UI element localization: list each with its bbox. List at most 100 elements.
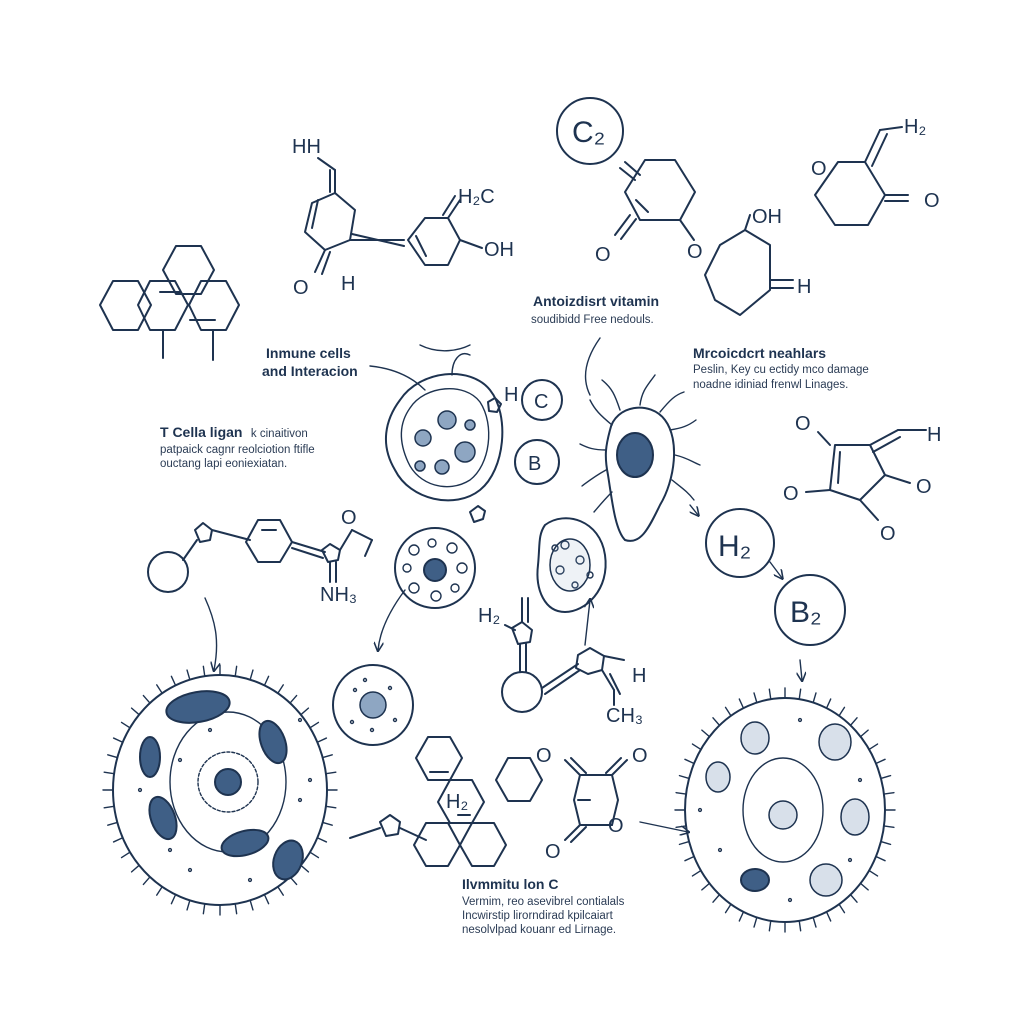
molecule-structure-3: C₂ O O OH H bbox=[556, 97, 811, 316]
arrow bbox=[800, 659, 802, 680]
cell-spike bbox=[880, 840, 892, 846]
label-title: T Cella ligan k cinaitivon bbox=[160, 424, 308, 441]
label-text: nesolvlpad kouanr ed Lirnage. bbox=[462, 924, 616, 936]
cell-spike bbox=[691, 869, 702, 877]
cell-spike bbox=[678, 840, 690, 846]
arrow bbox=[451, 353, 471, 376]
cell-spike bbox=[859, 729, 869, 738]
label-antioxidant-vitamin: Antoizdisrt vitamin soudibidd Free nedou… bbox=[531, 293, 659, 326]
cell-spike bbox=[868, 743, 879, 751]
arrow bbox=[769, 561, 782, 578]
atom-label: O bbox=[916, 476, 932, 498]
cell-spike bbox=[875, 758, 886, 765]
label-title: Ilvmmitu lon C bbox=[462, 876, 558, 892]
cell-spike bbox=[684, 758, 695, 765]
cell-spike bbox=[234, 665, 238, 677]
label-title: Inmune cells bbox=[266, 345, 351, 361]
cell-spike bbox=[883, 791, 895, 795]
atom-label: O bbox=[783, 483, 799, 505]
cell-spike bbox=[156, 886, 163, 896]
cell-spike bbox=[186, 669, 191, 681]
cell-spike bbox=[107, 754, 119, 759]
cell-spike bbox=[325, 805, 337, 809]
label-text: Incwirstip lirorndirad kpilcaiart bbox=[462, 910, 614, 922]
cell-spike bbox=[309, 851, 320, 859]
cell-spike bbox=[812, 916, 817, 928]
atom-label: O bbox=[595, 244, 611, 266]
arrow bbox=[204, 597, 217, 670]
cell-spike bbox=[321, 821, 333, 826]
label-vitamin-c: Ilvmmitu lon C Vermim, reo asevibrel con… bbox=[462, 876, 625, 936]
atom-label: C bbox=[534, 391, 548, 413]
granulocyte-cell bbox=[394, 527, 476, 609]
atom-label: H₂ bbox=[904, 116, 926, 138]
cell-spike bbox=[838, 706, 846, 717]
atom-label: H bbox=[797, 276, 811, 298]
cell-spike bbox=[170, 893, 177, 905]
cell-spike bbox=[753, 692, 758, 704]
cell-spike bbox=[724, 903, 732, 914]
cell-spike bbox=[712, 717, 721, 727]
cell-spike bbox=[277, 886, 284, 896]
cell-spike bbox=[277, 684, 284, 694]
lymphocyte-cell bbox=[332, 664, 414, 746]
cell-spike bbox=[712, 893, 721, 903]
molecule-structure-7: H₂ H CH₃ bbox=[478, 597, 646, 727]
cell-spike bbox=[120, 851, 131, 859]
cell-spike bbox=[120, 721, 131, 729]
cell-spike bbox=[170, 675, 177, 687]
cell-spike bbox=[701, 882, 711, 891]
molecule-structure-4: H₂ O O bbox=[811, 116, 940, 226]
cell-spike bbox=[234, 903, 238, 915]
element-circle-b: B bbox=[514, 439, 560, 485]
cell-spike bbox=[875, 855, 886, 862]
atom-label: C₂ bbox=[572, 116, 605, 149]
cell-spike bbox=[300, 707, 310, 716]
label-text: ouctang lapi eoniexiatan. bbox=[160, 458, 287, 470]
atom-label: NH₃ bbox=[320, 584, 357, 606]
cell-spike bbox=[883, 825, 895, 829]
label-text: soudibidd Free nedouls. bbox=[531, 314, 654, 326]
cell-spike bbox=[130, 707, 140, 716]
element-circle-b2: B₂ bbox=[774, 574, 846, 646]
atom-label: H₂ bbox=[718, 530, 751, 563]
atom-label: O bbox=[536, 745, 552, 767]
cell-spike bbox=[112, 837, 124, 843]
cell-spike bbox=[849, 717, 858, 727]
arrow bbox=[690, 504, 698, 515]
atom-label: H₂ bbox=[478, 605, 500, 627]
cell-spike bbox=[691, 743, 702, 751]
bacterium-cell bbox=[579, 374, 701, 542]
atom-label: OH bbox=[484, 239, 514, 261]
atom-label: B₂ bbox=[790, 596, 822, 629]
element-circle-c2 bbox=[556, 97, 624, 165]
cell-spike bbox=[202, 903, 206, 915]
atom-label: HH bbox=[292, 136, 321, 158]
cell-spike bbox=[263, 675, 270, 687]
arrow bbox=[378, 589, 406, 650]
cell-spike bbox=[859, 882, 869, 891]
element-circle-h2: H₂ bbox=[705, 508, 775, 578]
atom-label: H bbox=[504, 384, 518, 406]
molecule-structure-9: O O O O bbox=[536, 745, 648, 863]
cell-spike bbox=[316, 837, 328, 843]
atom-label: O bbox=[341, 507, 357, 529]
cell-spike bbox=[316, 737, 328, 743]
cell-spike bbox=[678, 774, 690, 780]
cell-spike bbox=[300, 864, 310, 873]
atom-label: O bbox=[880, 523, 896, 545]
cell-spike bbox=[249, 899, 254, 911]
cell-spike bbox=[825, 698, 832, 709]
atom-label: H bbox=[927, 424, 941, 446]
cell-spike bbox=[838, 903, 846, 914]
label-t-cells: T Cella ligan k cinaitivon patpaick cagn… bbox=[160, 424, 315, 470]
atom-label: B bbox=[528, 453, 541, 475]
connector bbox=[419, 344, 471, 352]
cell-spike bbox=[768, 920, 772, 932]
cell-spike bbox=[263, 893, 270, 905]
cell-spike bbox=[675, 791, 687, 795]
cell-spike bbox=[103, 771, 115, 775]
cell-spike bbox=[202, 665, 206, 677]
arrow bbox=[585, 600, 590, 646]
cell-spike bbox=[684, 855, 695, 862]
